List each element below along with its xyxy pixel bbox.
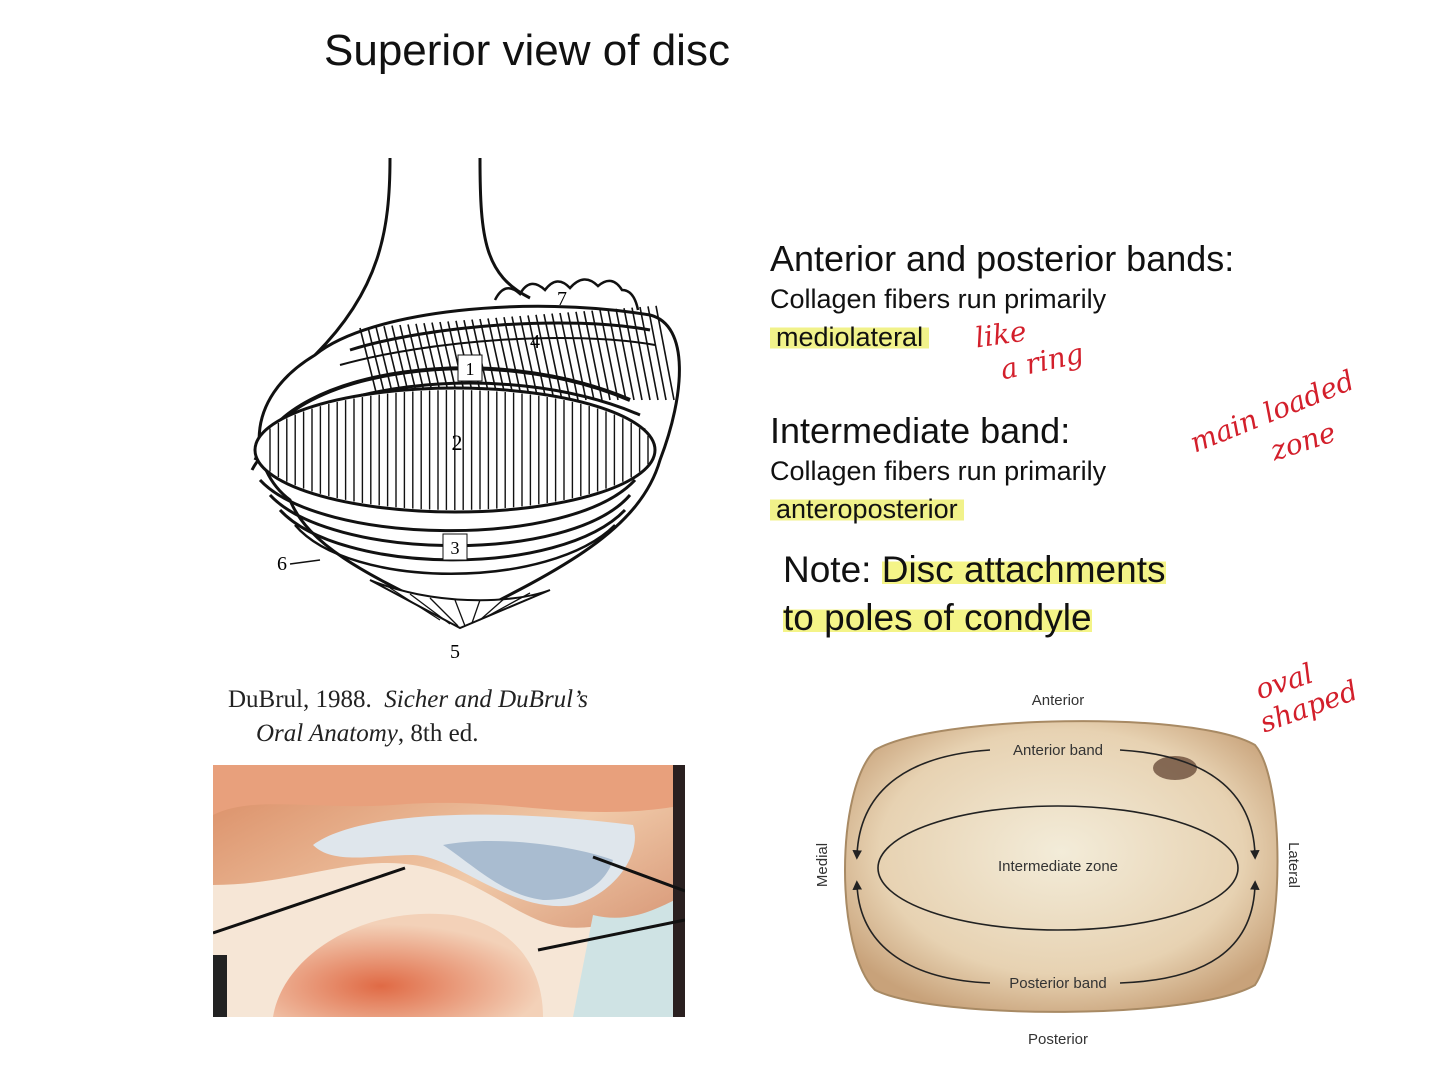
intermediate-zone-label: Intermediate zone bbox=[998, 858, 1118, 875]
figure-citation: DuBrul, 1988. Sicher and DuBrul’s Oral A… bbox=[228, 683, 588, 751]
note-prefix: Note: bbox=[783, 549, 882, 590]
citation-author: DuBrul, 1988. bbox=[228, 686, 372, 713]
intermediate-text: Collagen fibers run primarily bbox=[770, 456, 1107, 486]
intermediate-section: Intermediate band: Collagen fibers run p… bbox=[770, 410, 1106, 528]
label-5: 5 bbox=[450, 641, 460, 663]
mediolateral-highlight: mediolateral bbox=[770, 322, 930, 352]
anterior-posterior-section: Anterior and posterior bands: Collagen f… bbox=[770, 238, 1234, 356]
anterior-band-label: Anterior band bbox=[1013, 742, 1103, 759]
disc-zone-diagram: Anterior Posterior Anterior band Posteri… bbox=[815, 692, 1302, 1048]
page-title: Superior view of disc bbox=[324, 26, 730, 75]
label-4: 4 bbox=[530, 331, 540, 353]
note-section: Note: Disc attachments to poles of condy… bbox=[783, 546, 1166, 642]
medial-label: Medial bbox=[815, 843, 831, 887]
label-6: 6 bbox=[277, 553, 287, 575]
disc-dissection-photo bbox=[213, 765, 685, 1017]
anterior-posterior-text: Collagen fibers run primarily bbox=[770, 284, 1107, 314]
disc-line-drawing: 1 2 3 4 5 6 7 bbox=[250, 157, 681, 663]
anterior-posterior-heading: Anterior and posterior bands: bbox=[770, 238, 1235, 279]
lateral-label: Lateral bbox=[1285, 842, 1302, 888]
anteroposterior-highlight: anteroposterior bbox=[770, 494, 964, 524]
posterior-label: Posterior bbox=[1028, 1031, 1088, 1048]
label-3: 3 bbox=[451, 538, 460, 558]
anterior-label: Anterior bbox=[1032, 692, 1085, 709]
note-line-1: Disc attachments bbox=[881, 549, 1166, 590]
label-2: 2 bbox=[452, 430, 463, 455]
citation-book-cont: Oral Anatomy bbox=[256, 720, 398, 747]
label-7: 7 bbox=[557, 288, 567, 310]
posterior-band-label: Posterior band bbox=[1009, 975, 1107, 992]
citation-edition: , 8th ed. bbox=[397, 720, 479, 747]
citation-book: Sicher and DuBrul’s bbox=[384, 686, 588, 713]
label-1: 1 bbox=[466, 359, 475, 379]
intermediate-heading: Intermediate band: bbox=[770, 410, 1071, 451]
note-line-2: to poles of condyle bbox=[783, 597, 1092, 638]
